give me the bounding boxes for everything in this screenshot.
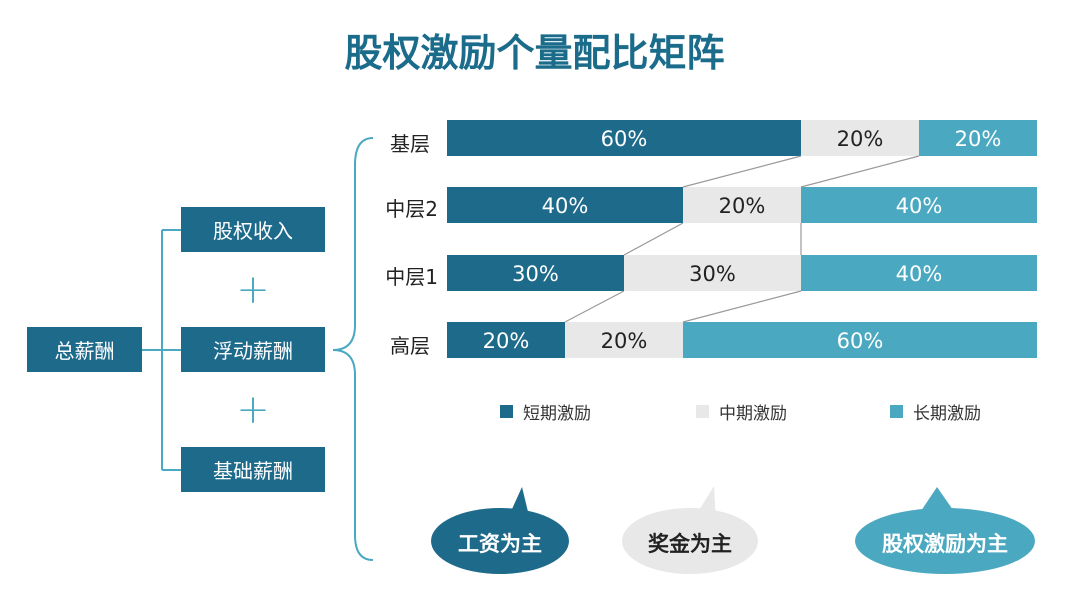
boundary-connector-line [623, 222, 684, 256]
bar-segment-short-2 [447, 255, 624, 291]
bubble-wage [431, 487, 569, 574]
legend-label: 中期激励 [719, 404, 787, 424]
legend-item-short: 短期激励 [500, 399, 591, 424]
bar-value-label: 30% [512, 262, 559, 286]
row-label-3: 高层 [390, 334, 430, 358]
child-box-equity-income: 股权收入 [181, 207, 325, 252]
child-box-base-pay: 基础薪酬 [181, 447, 325, 492]
bar-value-label: 40% [896, 194, 943, 218]
bubble-bonus [622, 486, 758, 574]
child-box-label: 股权收入 [213, 219, 293, 243]
bar-segment-long-1 [801, 187, 1037, 223]
bar-value-label: 40% [542, 194, 589, 218]
child-box-variable-pay: 浮动薪酬 [181, 327, 325, 372]
legend-label: 长期激励 [913, 404, 981, 424]
bar-value-label: 20% [837, 127, 884, 151]
legend-swatch [696, 405, 709, 418]
boundary-connector-line [800, 155, 920, 188]
bubble-text-wage: 工资为主 [458, 532, 542, 556]
bar-value-label: 20% [483, 329, 530, 353]
row-label-0: 基层 [390, 132, 430, 156]
child-box-label: 基础薪酬 [213, 459, 293, 483]
legend-swatch [500, 405, 513, 418]
boundary-connector-line [682, 290, 802, 323]
bar-segment-mid-1 [683, 187, 801, 223]
legend-item-long: 长期激励 [890, 399, 981, 424]
stacked-bar-chart: 60% 20% 20% 40% 20% 40% 30% 30% 40% 20% 20% 60% [447, 120, 1037, 358]
bar-segment-long-2 [801, 255, 1037, 291]
root-box-label: 总薪酬 [54, 339, 115, 363]
bar-value-label: 20% [955, 127, 1002, 151]
plus-sign-lower: + [236, 387, 270, 433]
row-label-1: 中层2 [385, 197, 438, 221]
boundary-connector-line [682, 155, 802, 188]
bubble-text-bonus: 奖金为主 [648, 532, 732, 556]
bar-segment-short-1 [447, 187, 683, 223]
bubble-equity [855, 487, 1035, 574]
bubble-text-equity: 股权激励为主 [882, 532, 1008, 556]
child-box-label: 浮动薪酬 [213, 339, 293, 363]
bar-segment-long-0 [919, 120, 1037, 156]
bar-segment-short-0 [447, 120, 801, 156]
root-box-total-pay: 总薪酬 [27, 327, 142, 372]
bar-value-label: 40% [896, 262, 943, 286]
bar-value-label: 30% [689, 262, 736, 286]
legend-label: 短期激励 [523, 404, 591, 424]
bar-segment-mid-2 [624, 255, 801, 291]
legend-item-mid: 中期激励 [696, 399, 787, 424]
bar-segment-mid-3 [565, 322, 683, 358]
bar-segment-long-3 [683, 322, 1037, 358]
bar-value-label: 60% [601, 127, 648, 151]
page-title: 股权激励个量配比矩阵 [344, 30, 725, 75]
bar-value-label: 60% [837, 329, 884, 353]
bar-value-label: 20% [601, 329, 648, 353]
legend-swatch [890, 405, 903, 418]
bar-segment-mid-0 [801, 120, 919, 156]
bar-segment-short-3 [447, 322, 565, 358]
row-label-2: 中层1 [385, 265, 438, 289]
tree-connector [142, 229, 181, 471]
plus-sign-upper: + [236, 267, 270, 313]
curly-brace [332, 137, 374, 561]
boundary-connector-line [564, 290, 625, 323]
bar-value-label: 20% [719, 194, 766, 218]
